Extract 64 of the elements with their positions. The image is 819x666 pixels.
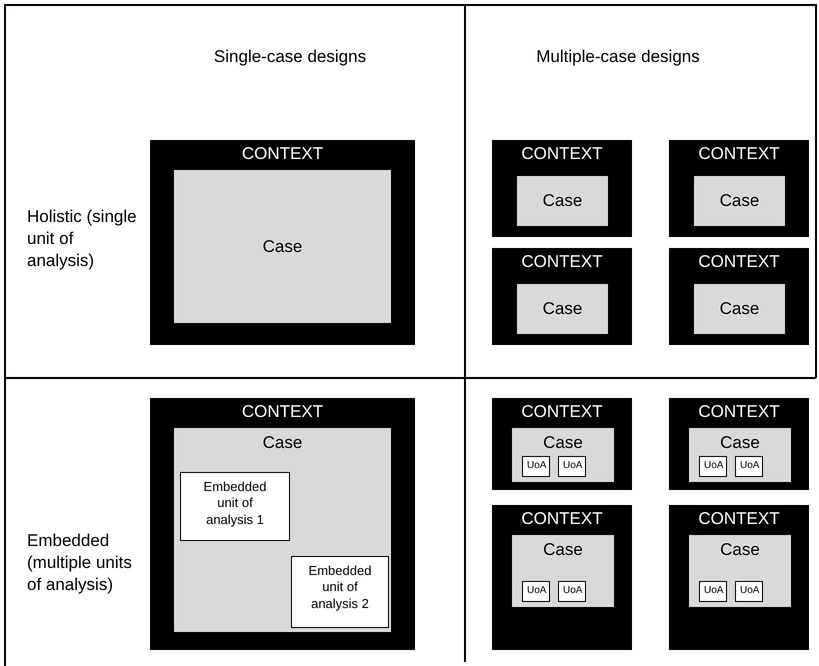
unit-box [699, 581, 727, 602]
unit-box [558, 581, 586, 602]
unit-label: Embedded unit of analysis 1 [202, 479, 268, 528]
case-label: Case [542, 432, 584, 454]
context-box [669, 248, 809, 345]
unit-box [522, 581, 550, 602]
context-label: CONTEXT [240, 401, 324, 422]
column-header: Multiple-case designs [535, 46, 701, 68]
context-box [492, 398, 632, 490]
unit-label: UoA [703, 460, 724, 472]
case-box [694, 284, 785, 334]
unit-label: UoA [562, 460, 584, 472]
case-box [174, 170, 391, 323]
case-label: Case [718, 298, 760, 320]
context-label: CONTEXT [697, 251, 781, 272]
unit-box [735, 581, 763, 602]
case-label: Case [262, 236, 304, 257]
context-label: CONTEXT [520, 401, 604, 422]
case-box [517, 284, 608, 334]
context-box [669, 505, 809, 650]
row-header: Holistic (single unit of analysis) [27, 206, 137, 272]
embedded-unit-box [291, 556, 389, 628]
case-label: Case [542, 298, 584, 320]
case-box [694, 176, 785, 226]
context-box [669, 140, 809, 237]
context-label: CONTEXT [697, 401, 781, 422]
case-box [689, 428, 791, 482]
case-box [517, 176, 608, 226]
case-box [512, 428, 614, 482]
context-label: CONTEXT [697, 508, 781, 530]
unit-box [558, 456, 586, 477]
unit-box [522, 456, 550, 477]
context-box [669, 398, 809, 490]
unit-box [699, 456, 727, 477]
column-header: Single-case designs [212, 46, 368, 68]
context-label: CONTEXT [240, 143, 324, 164]
case-label: Case [719, 432, 761, 454]
context-box [150, 140, 415, 345]
context-label: CONTEXT [520, 143, 604, 164]
unit-label: UoA [562, 585, 584, 598]
case-box [512, 535, 614, 607]
case-label: Case [262, 432, 304, 454]
unit-box [735, 456, 763, 477]
context-label: CONTEXT [697, 143, 781, 164]
context-box [492, 248, 632, 345]
unit-label: UoA [739, 585, 760, 598]
case-label: Case [718, 190, 760, 212]
case-label: Case [542, 190, 584, 212]
case-label: Case [542, 539, 584, 560]
context-label: CONTEXT [520, 508, 604, 530]
unit-label: UoA [703, 585, 724, 598]
unit-label: UoA [526, 460, 548, 472]
context-label: CONTEXT [520, 251, 604, 272]
unit-label: Embedded unit of analysis 2 [308, 563, 372, 612]
case-box [174, 428, 391, 632]
unit-label: UoA [526, 585, 548, 598]
row-header: Embedded (multiple units of analysis) [27, 530, 133, 596]
unit-label: UoA [739, 460, 760, 472]
context-box [492, 505, 632, 650]
case-box [689, 535, 791, 607]
context-box [492, 140, 632, 237]
case-label: Case [719, 539, 761, 560]
embedded-unit-box [180, 472, 290, 541]
context-box [150, 398, 415, 650]
